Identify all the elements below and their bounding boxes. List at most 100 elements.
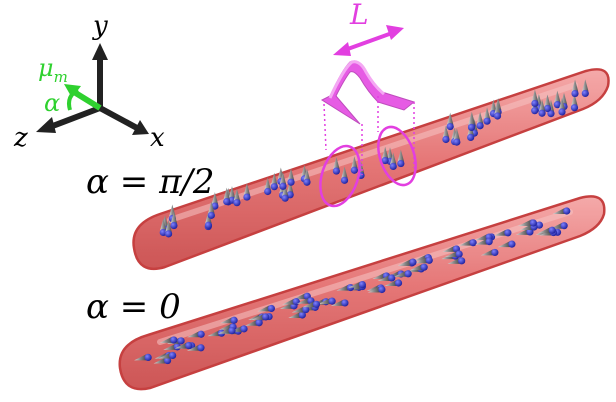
dipole-upright	[287, 168, 295, 186]
mu-vector-arrowhead	[64, 84, 81, 98]
dipole-axial	[288, 311, 306, 319]
dipole-upright	[350, 156, 358, 174]
z-axis-line	[48, 105, 102, 130]
coordinate-axes: y z x μm α	[13, 11, 165, 153]
alpha-zero-label: α = 0	[86, 287, 181, 327]
dipole-axial	[330, 299, 349, 307]
lower-dipole-group	[134, 207, 571, 365]
dipole-axial	[367, 285, 386, 294]
dipole-axial	[153, 356, 172, 365]
length-arrowhead-right	[386, 25, 404, 40]
dipole-upright	[493, 101, 502, 120]
dipole-axial	[158, 351, 177, 360]
projection-line-left	[323, 103, 327, 151]
dipole-axial	[377, 274, 396, 282]
dipole-upright	[543, 94, 552, 113]
dipole-axial	[348, 280, 366, 289]
dipole-axial	[394, 270, 412, 278]
dipole-axial	[480, 248, 499, 257]
soliton-ring-left	[319, 144, 361, 208]
dipole-axial	[187, 330, 205, 338]
dipole-axial	[318, 297, 336, 305]
alpha-angle-arc	[67, 88, 79, 111]
dipole-axial	[245, 319, 263, 327]
dipole-axial	[251, 313, 270, 321]
dipole-axial	[475, 238, 493, 246]
lower-condensate-tube	[118, 195, 606, 391]
dipole-upright	[389, 152, 397, 171]
dipole-upright	[223, 187, 231, 206]
dipole-upright	[531, 89, 539, 108]
length-label: L	[349, 0, 369, 31]
dipole-axial	[415, 256, 433, 264]
dipole-axial	[538, 226, 556, 234]
y-axis-label: y	[92, 11, 108, 41]
soliton-ring-right	[377, 125, 417, 187]
length-arrowhead-left	[333, 42, 351, 56]
dipole-axial	[459, 239, 477, 247]
z-axis-arrowhead	[36, 117, 56, 133]
dipole-upright	[332, 157, 340, 175]
dipole-axial	[552, 207, 571, 215]
dipole-axial	[519, 219, 538, 227]
dipole-axial	[398, 258, 417, 266]
dipole-upright	[538, 99, 546, 117]
dipole-upright	[571, 79, 579, 98]
dipole-upright	[446, 112, 454, 131]
length-arrow-line	[344, 31, 393, 52]
density-bump-surface	[320, 60, 416, 125]
dipole-upright	[303, 168, 311, 186]
dipole-upright	[270, 172, 278, 191]
dipole-upright	[340, 166, 349, 184]
dipole-axial	[159, 336, 178, 344]
dipole-axial	[493, 229, 512, 237]
dipole-upright	[264, 177, 272, 196]
dipole-axial	[447, 257, 466, 265]
dipole-axial	[384, 279, 403, 287]
dipole-axial	[163, 343, 181, 351]
dipole-upright	[243, 183, 251, 201]
dipole-upright	[207, 201, 215, 219]
dipole-axial	[410, 263, 428, 271]
dipole-upright	[279, 172, 287, 190]
z-axis-label: z	[13, 123, 28, 153]
dipole-upright	[558, 97, 566, 116]
dipole-upright	[233, 188, 241, 207]
dipole-axial	[174, 341, 193, 350]
upper-condensate-tube	[132, 68, 610, 271]
dipole-axial	[220, 316, 238, 324]
y-axis-arrowhead	[92, 43, 108, 60]
soliton-profile: L	[319, 0, 417, 208]
dipole-upright	[286, 180, 294, 199]
dipole-upright	[211, 192, 219, 210]
dipole-upright	[381, 146, 389, 165]
dipole-axial	[217, 327, 236, 335]
upper-dipole-group	[159, 79, 589, 238]
dipole-upright	[453, 128, 461, 146]
dipole-upright	[442, 125, 450, 144]
dipole-axial	[445, 250, 463, 258]
dipole-upright	[281, 184, 289, 202]
alpha-pi-half-label: α = π/2	[86, 162, 215, 202]
dipole-upright	[476, 111, 484, 130]
mu-m-label: μm	[38, 54, 68, 86]
alpha-axis-label: α	[44, 89, 60, 117]
dipole-upright	[170, 211, 178, 230]
dipole-upright	[467, 113, 476, 131]
x-axis-arrowhead	[132, 120, 149, 135]
density-bump-ridge	[328, 60, 385, 99]
dipole-axial	[302, 300, 321, 308]
dipole-axial	[186, 344, 205, 352]
dipole-upright	[397, 149, 405, 168]
dipole-axial	[134, 353, 152, 362]
x-axis-label: x	[150, 123, 165, 153]
x-axis-line	[98, 105, 139, 131]
dipole-upright	[581, 79, 589, 98]
dipole-axial	[515, 228, 534, 236]
dipole-upright	[164, 219, 173, 238]
dipole-axial	[497, 240, 516, 248]
mu-vector-line	[72, 89, 102, 111]
dipole-upright	[553, 90, 561, 109]
dipole-axial	[291, 305, 310, 314]
